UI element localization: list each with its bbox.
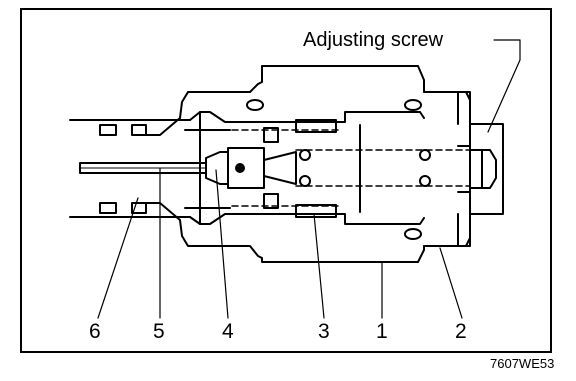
part-number-2: 2	[455, 320, 467, 343]
spring-seats	[263, 127, 431, 209]
housing-left	[69, 119, 191, 218]
part-number-4: 4	[222, 320, 234, 343]
part-number-6: 6	[89, 320, 101, 343]
adjusting-screw	[457, 123, 504, 215]
valve-body	[145, 65, 471, 263]
part-number-1: 1	[376, 320, 388, 343]
leader-lines	[97, 39, 521, 319]
poppet-plunger	[79, 147, 297, 189]
part-number-5: 5	[153, 320, 165, 343]
adjusting-screw-callout: Adjusting screw	[303, 29, 444, 51]
part-number-3: 3	[318, 320, 330, 343]
figure-frame	[20, 8, 552, 353]
figure-code: 7607WE53	[490, 356, 555, 371]
sleeve	[295, 119, 337, 218]
